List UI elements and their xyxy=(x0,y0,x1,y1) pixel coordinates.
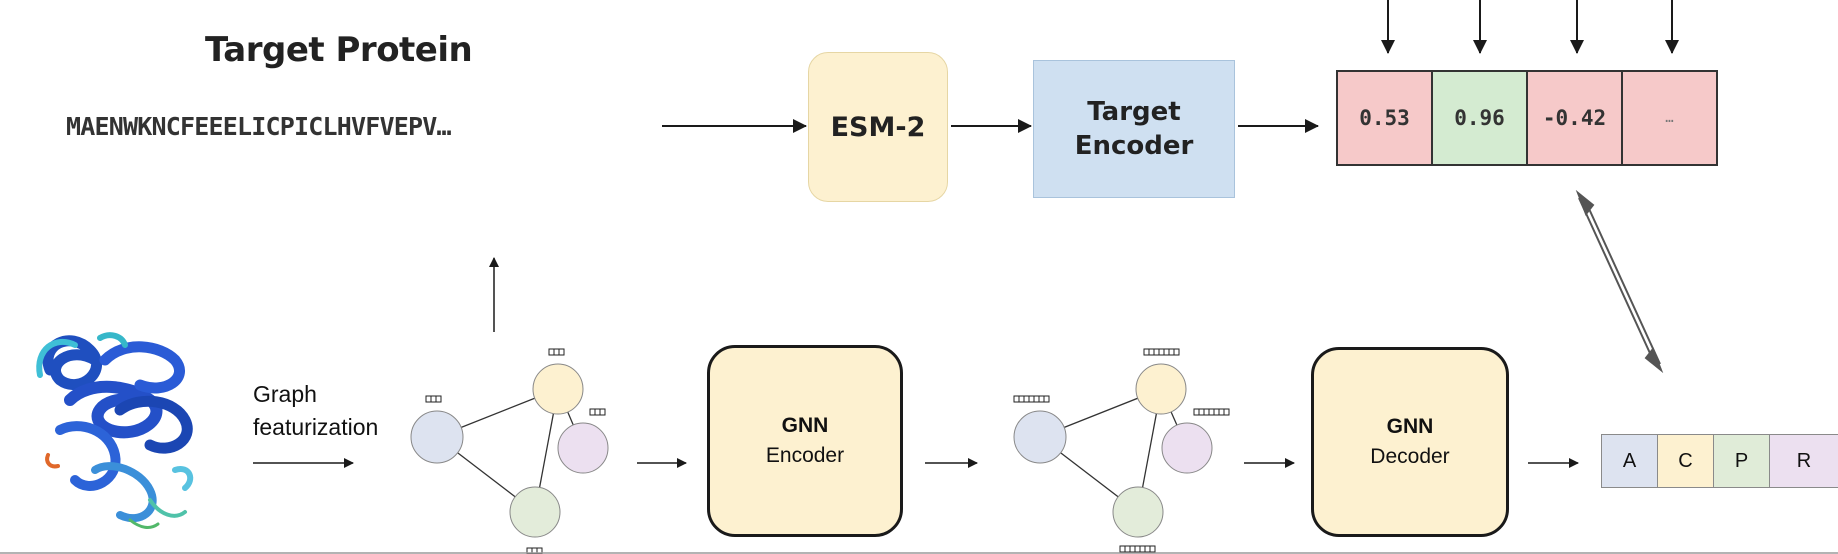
token-r: R xyxy=(1769,434,1838,488)
gnn-encoder-subtitle: Encoder xyxy=(765,444,845,467)
target-encoder-line2: Encoder xyxy=(1074,131,1194,161)
embedding-value-3: -0.42 xyxy=(1542,106,1607,130)
graph2-feature-vectors xyxy=(1013,348,1230,553)
embedding-value-1: 0.53 xyxy=(1359,106,1410,130)
graph1-node-green xyxy=(509,486,561,538)
target-protein-title: Target Protein xyxy=(205,30,473,70)
token-p-label: P xyxy=(1734,449,1749,472)
gnn-encoder-title: GNN xyxy=(781,414,829,437)
graph1-node-blue xyxy=(410,410,464,464)
graph2-node-green xyxy=(1112,486,1164,538)
protein-sequence: MAENWKNCFEEELICPICLHVFVEPV… xyxy=(66,112,452,141)
token-a-label: A xyxy=(1622,449,1637,472)
graph1-node-purple xyxy=(557,422,609,474)
target-encoder-line1: Target xyxy=(1087,97,1181,127)
gnn-encoder-box: GNN Encoder xyxy=(707,345,903,537)
target-encoder-box: Target Encoder xyxy=(1033,60,1235,198)
embedding-cell-4: … xyxy=(1621,70,1718,166)
graph-featurization-line2: featurization xyxy=(253,414,379,440)
gnn-decoder-title: GNN xyxy=(1386,415,1434,438)
diagonal-double-arrow xyxy=(1575,189,1664,374)
graph1-node-yellow xyxy=(532,363,584,415)
graph-featurization-label: Graph featurization xyxy=(253,378,378,444)
embedding-cell-3: -0.42 xyxy=(1526,70,1623,166)
graph-featurization-line1: Graph xyxy=(253,381,317,407)
token-c-label: C xyxy=(1678,449,1693,472)
graph2-node-blue xyxy=(1013,410,1067,464)
gnn-decoder-box: GNN Decoder xyxy=(1311,347,1509,537)
embedding-cell-1: 0.53 xyxy=(1336,70,1433,166)
graph1-feature-vectors xyxy=(425,348,606,554)
embedding-value-4: … xyxy=(1665,110,1674,126)
token-a: A xyxy=(1601,434,1658,488)
token-c: C xyxy=(1657,434,1714,488)
embedding-value-2: 0.96 xyxy=(1454,106,1505,130)
gnn-decoder-subtitle: Decoder xyxy=(1370,445,1450,468)
token-r-label: R xyxy=(1796,449,1812,472)
graph2-node-purple xyxy=(1161,422,1213,474)
embedding-cell-2: 0.96 xyxy=(1431,70,1528,166)
token-p: P xyxy=(1713,434,1770,488)
protein-structure-image xyxy=(36,332,194,529)
esm2-box: ESM-2 xyxy=(808,52,948,202)
esm2-label: ESM-2 xyxy=(830,111,926,143)
graph2-node-yellow xyxy=(1135,363,1187,415)
